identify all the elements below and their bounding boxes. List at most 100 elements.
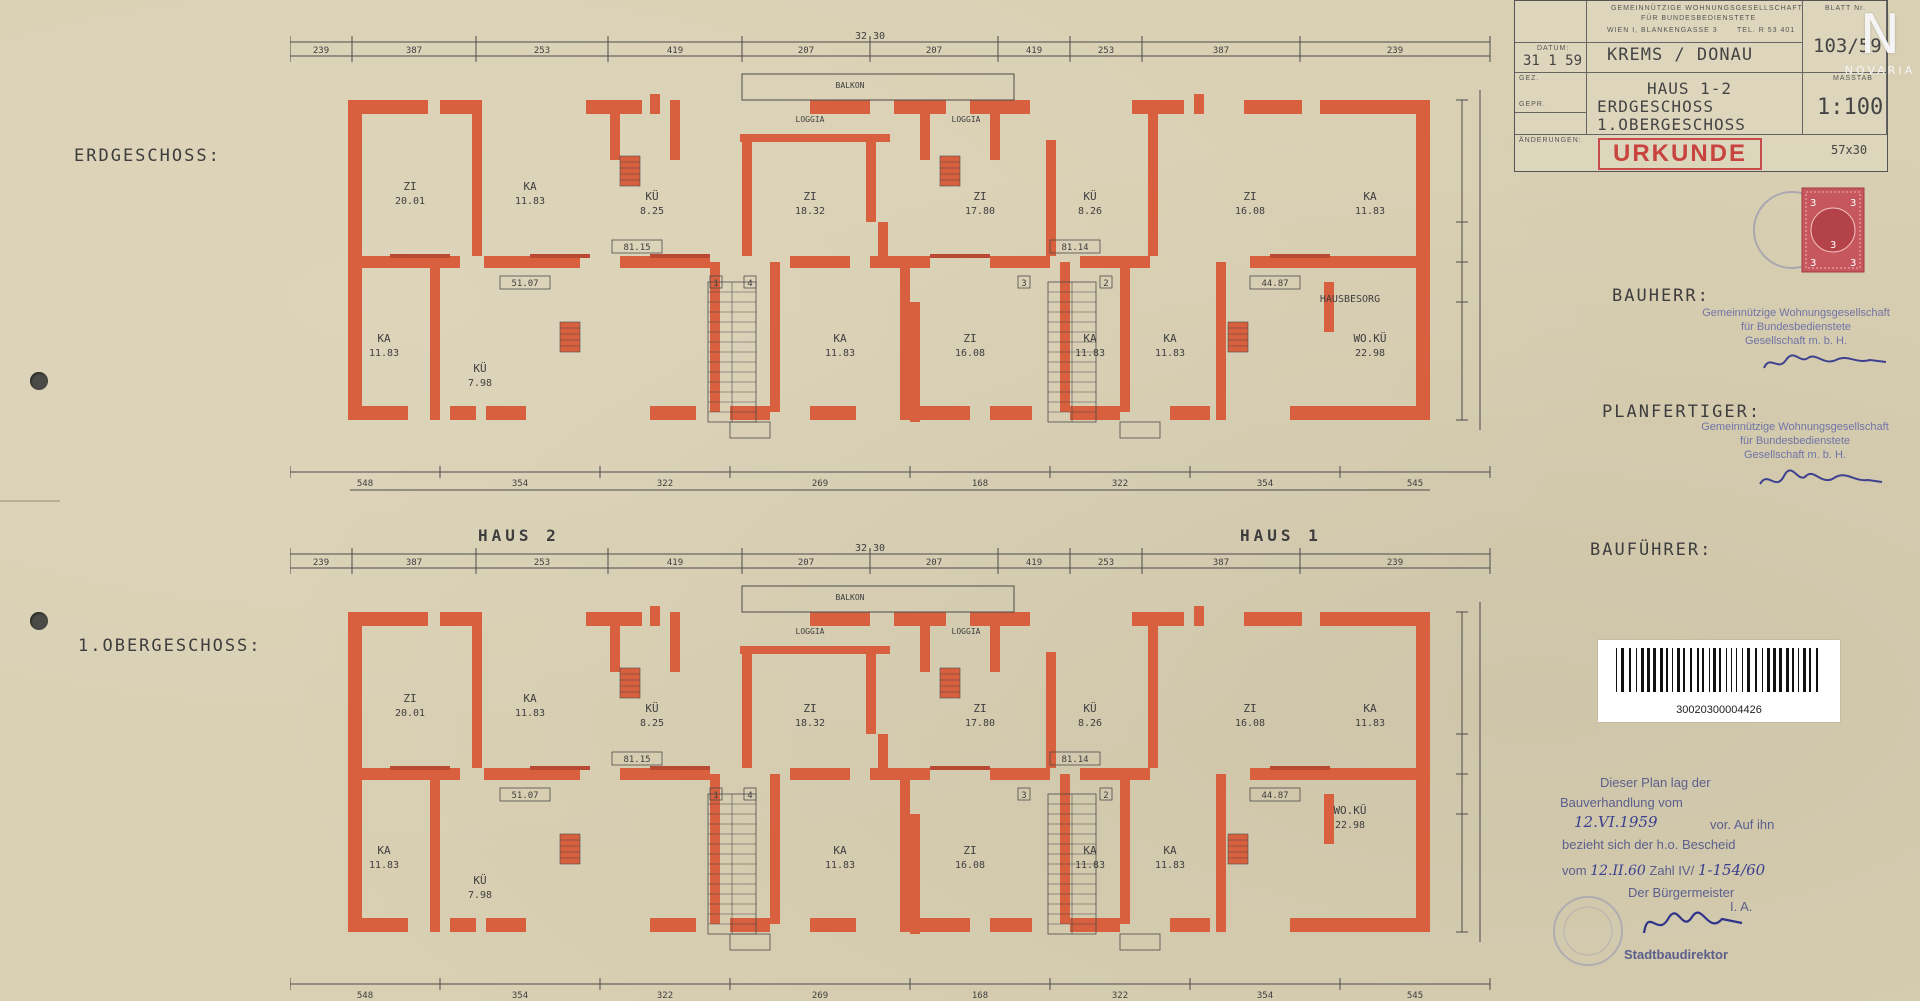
room-area: 8.26 — [1078, 718, 1102, 729]
wall-segment — [1148, 100, 1158, 256]
approval-line-3: vor. Auf ihn — [1710, 817, 1775, 832]
wall-segment — [348, 406, 408, 420]
stair-number-box — [1099, 275, 1113, 289]
stair-number: 1 — [713, 791, 718, 801]
fold-mark — [0, 500, 60, 502]
room-area: 16.08 — [1235, 206, 1265, 217]
tb-label-date: DATUM: — [1537, 45, 1570, 52]
wall-segment — [440, 100, 478, 114]
wall-segment — [910, 814, 920, 934]
barcode-bar — [1647, 648, 1650, 692]
room-name: ZI — [963, 332, 976, 345]
bottom-dimension: 168 — [972, 479, 988, 489]
top-dimension: 239 — [1387, 558, 1403, 568]
wall-segment — [1060, 262, 1070, 412]
wall-segment — [770, 262, 780, 412]
wall-segment — [1320, 612, 1430, 626]
room-name: KA — [833, 332, 847, 345]
top-dimension: 207 — [798, 46, 814, 56]
room-name: KÜ — [473, 362, 486, 375]
top-dimension: 387 — [406, 46, 422, 56]
room-name: ZI — [973, 190, 986, 203]
wall-segment — [486, 406, 526, 420]
wall-segment — [810, 406, 856, 420]
novaria-logo: N NOVARIA — [1840, 6, 1920, 106]
bottom-dimension: 354 — [1257, 991, 1273, 1000]
radiator-marker — [390, 254, 450, 258]
room-name: HAUSBESORG — [1320, 294, 1380, 305]
barcode-bar — [1755, 648, 1757, 692]
bottom-dimension: 269 — [812, 479, 828, 489]
wall-segment — [610, 612, 620, 672]
room-area: 7.98 — [468, 890, 492, 901]
entrance-step — [729, 421, 771, 439]
overall-dimension: 32.30 — [855, 31, 885, 42]
house-label-left: HAUS 2 — [478, 526, 560, 545]
wall-segment — [1060, 774, 1070, 924]
tb-label-sheet: BLATT Nr. — [1825, 5, 1867, 12]
wall-segment — [860, 646, 890, 654]
barcode-bar — [1726, 648, 1727, 692]
role-label-planner: PLANFERTIGER: — [1602, 402, 1762, 422]
radiator-marker — [530, 254, 590, 258]
wall-segment — [742, 140, 752, 256]
tb-scale: 1:100 — [1817, 95, 1884, 120]
room-area: 20.01 — [395, 196, 425, 207]
wall-segment — [740, 134, 890, 142]
wall-segment — [742, 652, 752, 768]
owner-stamp-line: Gemeinnützige Wohnungsgesellschaft — [1702, 307, 1890, 319]
room-area: 11.83 — [1155, 348, 1185, 359]
top-dimension: 387 — [1213, 558, 1229, 568]
approval-line-5: vom 12.II.60 Zahl IV/ 1-154/60 — [1562, 861, 1765, 879]
bottom-dimension: 545 — [1407, 479, 1423, 489]
wall-segment — [484, 256, 580, 268]
wall-segment — [866, 652, 876, 734]
approval-line-7: I. A. — [1730, 899, 1753, 914]
room-area: 11.83 — [515, 196, 545, 207]
barcode-bar — [1773, 648, 1776, 692]
barcode-bar — [1709, 648, 1710, 692]
room-area: 17.80 — [965, 206, 995, 217]
wall-segment — [1250, 768, 1430, 780]
tb-label-scale: MASSTAB — [1833, 75, 1873, 82]
stair-number: 4 — [747, 279, 752, 289]
tb-sheet-number: 103/59 — [1813, 35, 1882, 57]
unit-area: 81.14 — [1061, 243, 1088, 253]
punch-hole — [30, 612, 48, 630]
barcode-bar — [1779, 648, 1782, 692]
stair-number: 2 — [1103, 791, 1108, 801]
unit-area: 51.07 — [511, 791, 538, 801]
balcony-outline — [741, 585, 1015, 613]
bottom-dimension: 545 — [1407, 991, 1423, 1000]
tb-company-1: GEMEINNÜTZIGE WOHNUNGSGESELLSCHAFT — [1611, 5, 1803, 12]
room-name: KÜ — [1083, 190, 1096, 203]
radiator-marker — [650, 254, 710, 258]
entrance-step — [1119, 933, 1161, 951]
planner-stamp: Gemeinnützige Wohnungsgesellschaft für B… — [1690, 420, 1900, 462]
svg-text:3: 3 — [1830, 240, 1836, 251]
room-area: 11.83 — [369, 348, 399, 359]
room-name: WO.KÜ — [1353, 332, 1386, 345]
wall-segment — [866, 140, 876, 222]
wall-segment — [430, 774, 440, 932]
radiator-marker — [1270, 254, 1330, 258]
approval-hearing-date: 12.VI.1959 — [1574, 813, 1658, 831]
planner-stamp-line: für Bundesbedienstete — [1739, 435, 1851, 447]
barcode-bar — [1702, 648, 1704, 692]
bottom-dimension: 548 — [357, 991, 373, 1000]
wall-segment — [990, 768, 1050, 780]
stair-number-box — [743, 275, 757, 289]
unit-area: 81.14 — [1061, 755, 1088, 765]
radiator-marker — [390, 766, 450, 770]
stair-number: 3 — [1021, 279, 1026, 289]
room-area: 8.26 — [1078, 206, 1102, 217]
wall-segment — [610, 100, 620, 160]
room-area: 8.25 — [640, 206, 664, 217]
wall-segment — [810, 100, 870, 114]
revenue-stamp: 3 3 3 3 3 — [1753, 187, 1865, 273]
barcode-bar — [1809, 648, 1811, 692]
room-area: 16.08 — [1235, 718, 1265, 729]
entrance-step — [1119, 421, 1161, 439]
role-label-owner: BAUHERR: — [1612, 286, 1710, 306]
